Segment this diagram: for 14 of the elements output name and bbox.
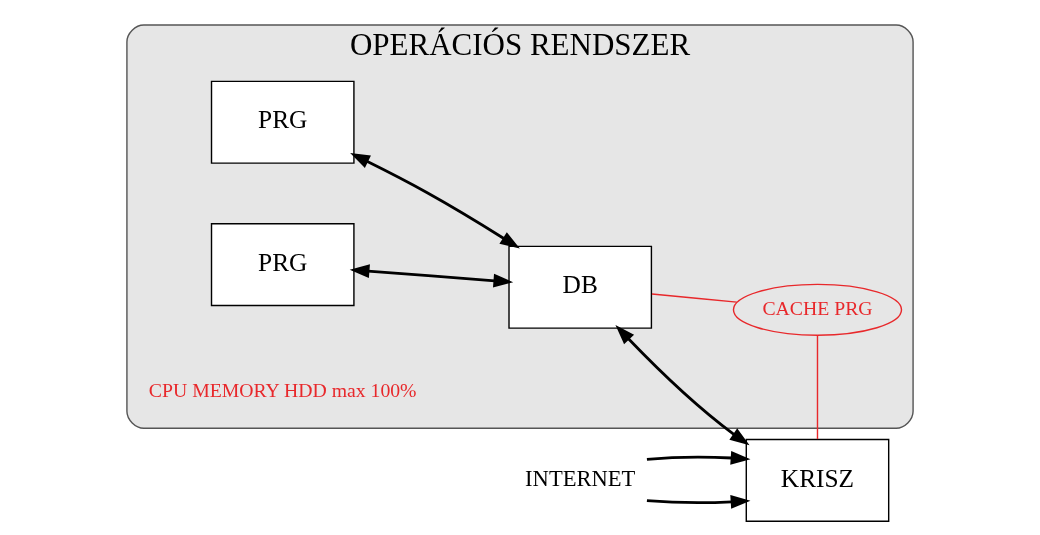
node-box: PRG (210, 80, 355, 164)
arrow (615, 325, 750, 446)
node-box: DB (508, 245, 653, 329)
node-box: PRG (210, 223, 355, 307)
connector (816, 334, 819, 440)
node-box: KRISZ (745, 438, 890, 522)
arrow (349, 264, 514, 288)
label: CPU MEMORY HDD max 100% (148, 378, 417, 401)
arrow (350, 153, 520, 249)
arrow (646, 494, 751, 509)
node-text: INTERNET (525, 465, 636, 491)
node-ellipse: CACHE PRG (732, 283, 903, 336)
connector (651, 293, 738, 303)
arrow (646, 451, 751, 465)
